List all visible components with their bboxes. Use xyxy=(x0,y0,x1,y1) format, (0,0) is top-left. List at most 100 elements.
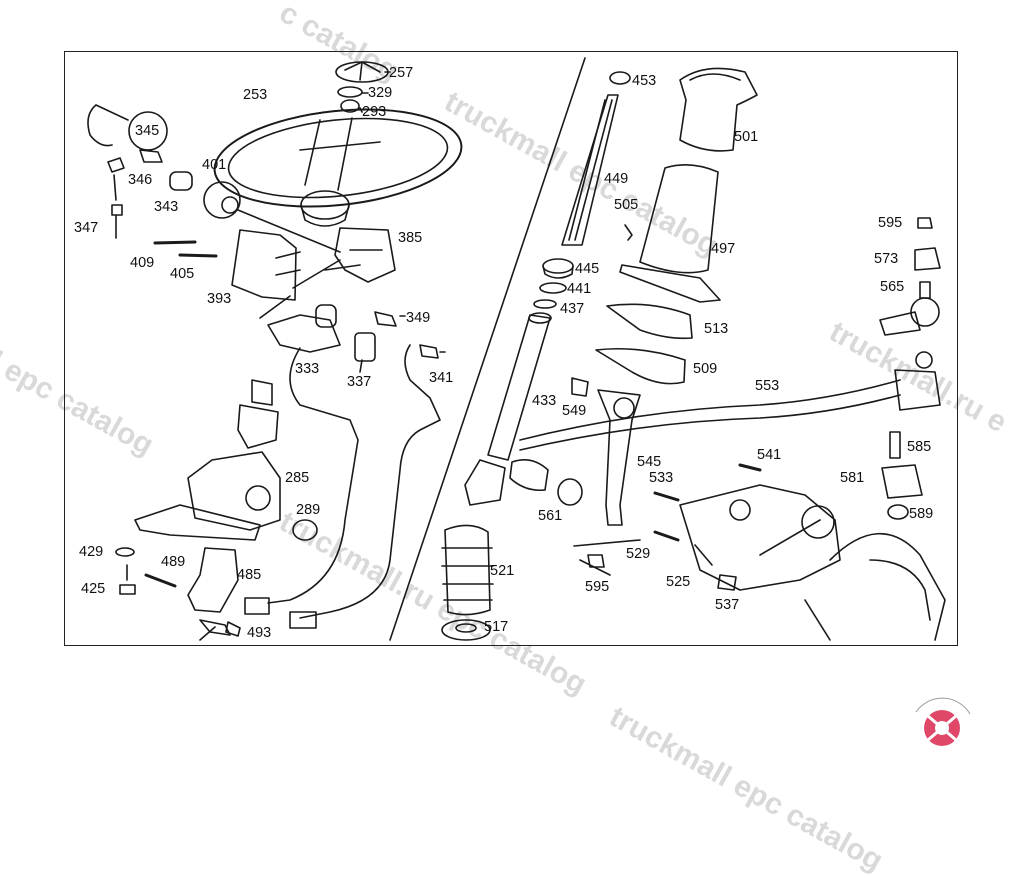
part-label-437: 437 xyxy=(560,301,585,317)
shroud-393 xyxy=(231,229,297,301)
bolt-529 xyxy=(653,530,680,542)
ring-441 xyxy=(539,282,567,294)
part-label-347: 347 xyxy=(74,220,99,236)
part-label-585: 585 xyxy=(907,439,932,455)
part-label-565: 565 xyxy=(880,279,905,295)
joint-485 xyxy=(187,547,239,613)
part-label-333: 333 xyxy=(295,361,320,377)
part-label-489: 489 xyxy=(161,554,186,570)
part-label-573: 573 xyxy=(874,251,899,267)
part-label-257: 257 xyxy=(389,65,414,81)
spring-ring xyxy=(337,86,363,98)
part-label-433: 433 xyxy=(532,393,557,409)
part-label-429: 429 xyxy=(79,544,104,560)
part-label-409: 409 xyxy=(130,255,155,271)
drag-link-553 xyxy=(519,379,901,441)
section-divider xyxy=(389,57,586,641)
part-label-449: 449 xyxy=(604,171,629,187)
boot-497 xyxy=(639,164,719,274)
part-label-253: 253 xyxy=(243,87,268,103)
part-label-445: 445 xyxy=(575,261,600,277)
key-347 xyxy=(111,204,123,239)
connector-b xyxy=(289,611,317,629)
part-label-405: 405 xyxy=(170,266,195,282)
part-label-485: 485 xyxy=(237,567,262,583)
part-label-425: 425 xyxy=(81,581,106,597)
bearing-445 xyxy=(542,258,574,274)
part-label-529: 529 xyxy=(626,546,651,562)
plate-509 xyxy=(595,347,686,385)
part-label-349: 349 xyxy=(406,310,431,326)
part-label-337: 337 xyxy=(347,374,372,390)
part-label-346: 346 xyxy=(128,172,153,188)
bulb-349 xyxy=(374,311,397,327)
part-label-505: 505 xyxy=(614,197,639,213)
part-label-345: 345 xyxy=(135,123,160,139)
part-label-493: 493 xyxy=(247,625,272,641)
part-label-545: 545 xyxy=(637,454,662,470)
bolt-533 xyxy=(653,491,680,502)
part-label-329: 329 xyxy=(368,85,393,101)
u-joint xyxy=(464,459,506,506)
nut-549 xyxy=(571,377,589,397)
steering-box xyxy=(679,484,841,591)
part-label-541: 541 xyxy=(757,447,782,463)
part-label-441: 441 xyxy=(567,281,592,297)
key-a xyxy=(107,157,125,201)
plate-513 xyxy=(606,303,693,340)
insert xyxy=(340,99,360,113)
part-label-341: 341 xyxy=(429,370,454,386)
ring-453 xyxy=(609,71,631,85)
part-label-561: 561 xyxy=(538,508,563,524)
boot-573 xyxy=(914,247,941,271)
nut-589 xyxy=(887,504,909,520)
lock-tab xyxy=(139,149,163,163)
part-label-393: 393 xyxy=(207,291,232,307)
boot-501 xyxy=(679,67,758,152)
lock-circle xyxy=(128,111,168,151)
part-label-497: 497 xyxy=(711,241,736,257)
housing-385 xyxy=(334,227,396,283)
shaft-column xyxy=(237,404,279,449)
gear-logo-icon xyxy=(915,697,971,746)
tube-433 xyxy=(487,314,551,461)
part-label-289: 289 xyxy=(296,502,321,518)
shaft-449 xyxy=(561,94,619,246)
exploded-view-drawing xyxy=(87,57,946,641)
ignition-333 xyxy=(267,314,341,353)
part-label-581: 581 xyxy=(840,470,865,486)
part-label-509: 509 xyxy=(693,361,718,377)
bolt-585 xyxy=(889,431,901,459)
part-label-533: 533 xyxy=(649,470,674,486)
part-label-285: 285 xyxy=(285,470,310,486)
switch-337 xyxy=(354,332,376,362)
part-label-517: 517 xyxy=(484,619,509,635)
part-label-525: 525 xyxy=(666,574,691,590)
part-label-385: 385 xyxy=(398,230,423,246)
arm-545 xyxy=(597,389,641,526)
truckmallparts-logo xyxy=(858,668,1018,750)
lock-cylinder-343 xyxy=(169,171,193,191)
part-label-553: 553 xyxy=(755,378,780,394)
boot-521 xyxy=(444,524,491,616)
bolt-425 xyxy=(119,564,136,595)
diagram-frame xyxy=(64,51,958,646)
plug-289 xyxy=(245,485,271,511)
washer-429 xyxy=(115,547,135,557)
nut-537 xyxy=(717,574,737,591)
part-label-521: 521 xyxy=(490,563,515,579)
grommet-517 xyxy=(441,619,491,641)
nut-493 xyxy=(225,621,241,637)
bolt-489 xyxy=(144,573,177,588)
ring-437 xyxy=(533,299,557,309)
bushing-561 xyxy=(557,478,583,506)
tie-rod-end xyxy=(894,369,941,411)
part-label-293: 293 xyxy=(362,104,387,120)
part-label-595-bottom: 595 xyxy=(585,579,610,595)
part-label-513: 513 xyxy=(704,321,729,337)
cable-333 xyxy=(267,347,359,604)
column-mount-285 xyxy=(187,451,281,531)
part-label-501: 501 xyxy=(734,129,759,145)
cable-341 xyxy=(299,344,441,619)
